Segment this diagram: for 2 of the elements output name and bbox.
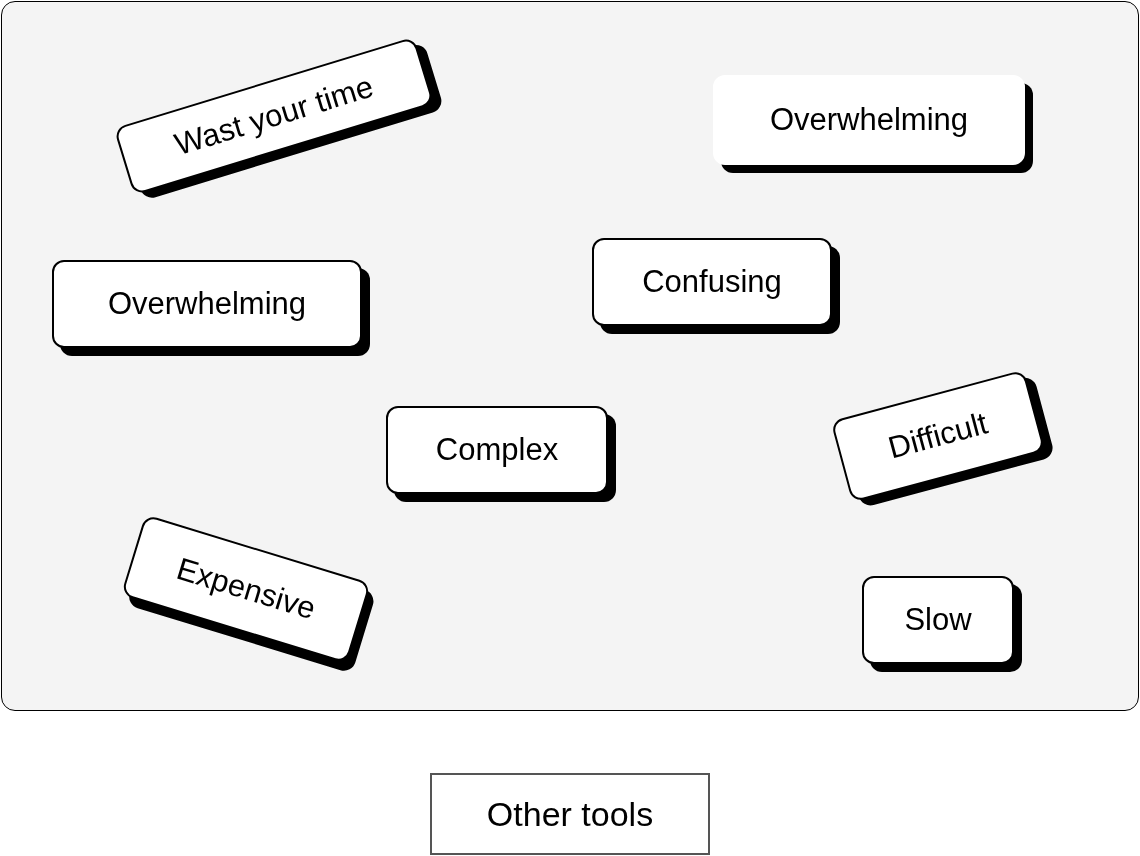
- button-box: Other tools: [430, 773, 710, 855]
- panel-background: [1, 1, 1139, 711]
